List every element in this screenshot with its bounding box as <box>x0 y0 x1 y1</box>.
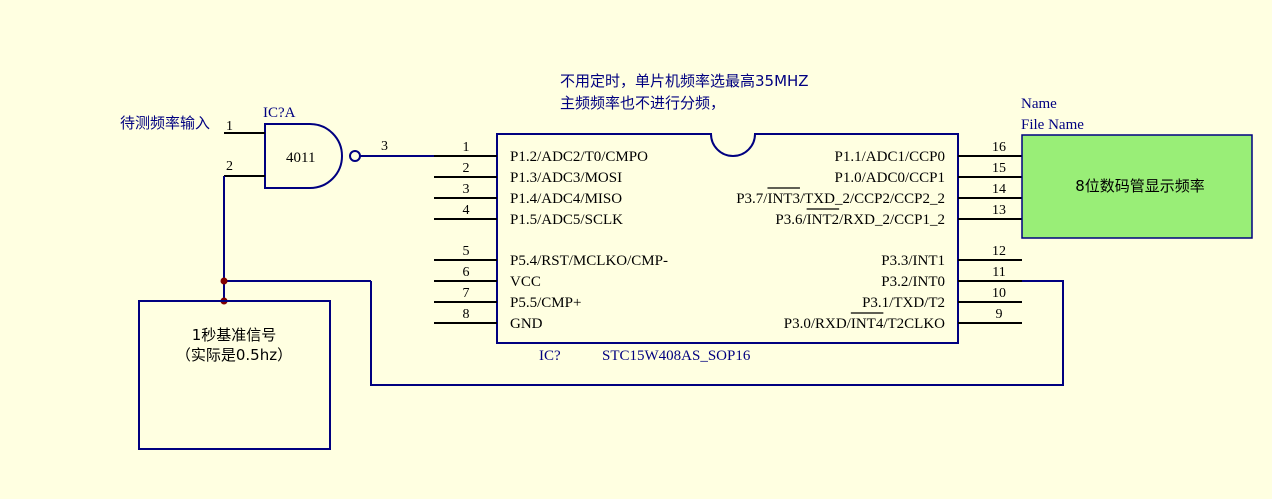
pin-number: 11 <box>992 265 1005 280</box>
pin-number: 14 <box>992 182 1006 197</box>
mcu-body <box>496 133 959 344</box>
nand-gate-bubble <box>349 150 361 162</box>
pin-name: P1.0/ADC0/CCP1 <box>835 170 945 186</box>
pin-number: 5 <box>463 244 470 259</box>
pin-name: GND <box>510 316 543 332</box>
display-name-label: Name <box>1021 96 1057 112</box>
gate-designator: IC?A <box>263 105 296 121</box>
gate-pin-out: 3 <box>381 139 388 154</box>
mcu-left-pin[interactable]: 2P1.3/ADC3/MOSI <box>434 161 622 186</box>
pin-number: 4 <box>463 203 470 218</box>
pin-name: P5.4/RST/MCLKO/CMP- <box>510 253 668 269</box>
reference-signal-box <box>138 300 331 450</box>
input-label: 待测频率输入 <box>120 114 210 132</box>
pin-name: P5.5/CMP+ <box>510 295 581 311</box>
nand-gate[interactable]: IC?A 4011 1 2 3 <box>226 105 388 189</box>
pin-name: P1.2/ADC2/T0/CMPO <box>510 149 648 165</box>
pin-name: P3.3/INT1 <box>881 253 945 269</box>
pin-name: P1.4/ADC4/MISO <box>510 191 622 207</box>
pin-name: P3.2/INT0 <box>881 274 945 290</box>
pin-number: 16 <box>992 140 1006 155</box>
pin-number: 2 <box>463 161 470 176</box>
display-box <box>1021 134 1253 239</box>
pin-name: P3.7/INT3/TXD_2/CCP2/CCP2_2 <box>736 191 945 207</box>
display-text: 8位数码管显示频率 <box>1075 177 1205 195</box>
int0-wire-b <box>370 280 1064 386</box>
pin-number: 10 <box>992 286 1006 301</box>
mcu-left-pin[interactable]: 1P1.2/ADC2/T0/CMPO <box>434 140 648 165</box>
note-line-1: 不用定时，单片机频率选最高35MHZ <box>560 72 809 90</box>
pin-name: P1.5/ADC5/SCLK <box>510 212 623 228</box>
mcu-chip[interactable]: IC? STC15W408AS_SOP16 1P1.2/ADC2/T0/CMPO… <box>434 133 1022 364</box>
pin-name: P1.1/ADC1/CCP0 <box>835 149 945 165</box>
pin-number: 7 <box>463 286 470 301</box>
pin-number: 9 <box>996 307 1003 322</box>
gate-pin-in1: 1 <box>226 119 233 134</box>
mcu-left-pin[interactable]: 7P5.5/CMP+ <box>434 286 581 311</box>
pin-number: 15 <box>992 161 1006 176</box>
gate-part: 4011 <box>286 150 315 166</box>
mcu-part: STC15W408AS_SOP16 <box>602 348 751 364</box>
mcu-left-pin[interactable]: 5P5.4/RST/MCLKO/CMP- <box>434 244 668 269</box>
pin-number: 12 <box>992 244 1006 259</box>
pin-number: 3 <box>463 182 470 197</box>
nand-gate-body <box>264 123 343 189</box>
reference-signal-label-1: 1秒基准信号 <box>192 326 277 344</box>
display-block[interactable]: Name File Name 8位数码管显示频率 <box>1021 96 1253 239</box>
note-line-2: 主频频率也不进行分频， <box>560 94 725 112</box>
pin-number: 13 <box>992 203 1006 218</box>
mcu-right-pin[interactable]: 9P3.0/RXD/INT4/T2CLKO <box>784 307 1022 332</box>
pin-number: 8 <box>463 307 470 322</box>
pin-name: VCC <box>510 274 541 290</box>
pin-name: P3.0/RXD/INT4/T2CLKO <box>784 316 945 332</box>
pin-name: P3.6/INT2/RXD_2/CCP1_2 <box>775 212 945 228</box>
reference-signal-block[interactable]: 1秒基准信号 （实际是0.5hz） <box>138 300 331 450</box>
mcu-left-pin[interactable]: 3P1.4/ADC4/MISO <box>434 182 622 207</box>
pin-name: P3.1/TXD/T2 <box>862 295 945 311</box>
gate-pin-in2: 2 <box>226 159 233 174</box>
reference-signal-label-2: （实际是0.5hz） <box>176 346 292 364</box>
junction-dot-1 <box>220 277 228 285</box>
pin-number: 1 <box>463 140 470 155</box>
pin-name: P1.3/ADC3/MOSI <box>510 170 622 186</box>
mcu-left-pin[interactable]: 4P1.5/ADC5/SCLK <box>434 203 623 228</box>
display-file-label: File Name <box>1021 117 1084 133</box>
pin-number: 6 <box>463 265 470 280</box>
mcu-designator: IC? <box>539 348 561 364</box>
